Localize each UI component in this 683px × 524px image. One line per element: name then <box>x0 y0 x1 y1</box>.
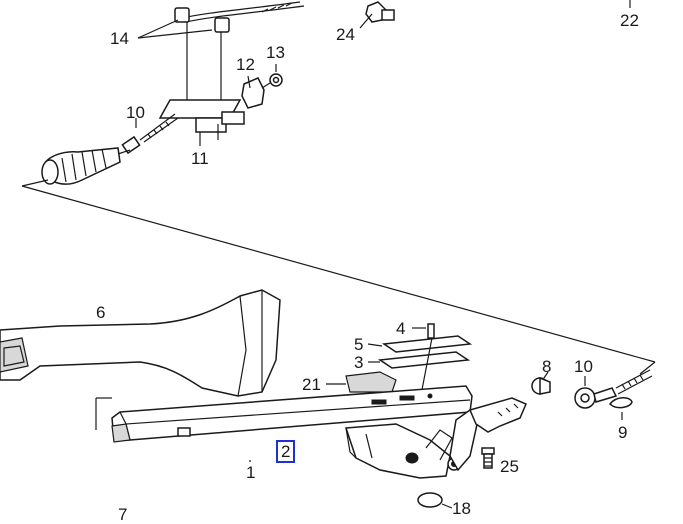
label-2-highlighted[interactable]: 2 <box>276 440 296 463</box>
label-11: 11 <box>191 149 209 168</box>
label-21: 21 <box>302 375 321 394</box>
label-3: 3 <box>354 353 364 372</box>
label-4: 4 <box>396 319 406 338</box>
label-9: 9 <box>618 423 628 442</box>
part-4-pin <box>412 323 435 339</box>
part-2-parking-brake-lever <box>111 385 527 479</box>
label-1: 1 <box>246 463 256 482</box>
label-24: 24 <box>336 25 355 44</box>
assembly-guide-lines <box>21 179 656 375</box>
part-13-nut <box>261 64 283 89</box>
label-7: 7 <box>118 505 128 524</box>
part-25-bolt <box>481 447 495 469</box>
part-12-bracket <box>241 75 265 109</box>
leader-14 <box>137 19 222 100</box>
part-10-eye-rod <box>574 369 653 409</box>
part-18-plug <box>417 492 453 509</box>
parking-brake-cable <box>174 1 305 33</box>
cable-boot <box>41 147 131 185</box>
label-25: 25 <box>500 457 519 476</box>
label-10-top: 10 <box>126 103 145 122</box>
part-9-clip <box>609 397 633 420</box>
label-5: 5 <box>354 335 364 354</box>
part-3-spring-plate <box>368 351 471 369</box>
label-6: 6 <box>96 303 106 322</box>
part-6-lever-cover <box>0 289 281 397</box>
part-8-bushing <box>531 371 551 395</box>
part-5-spring-plate <box>367 335 473 353</box>
part-10-threaded-rod-top <box>121 113 179 155</box>
part-11-bracket-plate <box>158 99 245 146</box>
part-24-clip <box>359 1 395 29</box>
part-21-block <box>326 371 397 393</box>
label-10: 10 <box>574 357 593 376</box>
label-14: 14 <box>110 29 129 48</box>
label-13: 13 <box>266 43 285 62</box>
label-8: 8 <box>542 357 552 376</box>
label-18: 18 <box>452 499 471 518</box>
label-22: 22 <box>620 11 639 30</box>
label-12: 12 <box>236 55 255 74</box>
